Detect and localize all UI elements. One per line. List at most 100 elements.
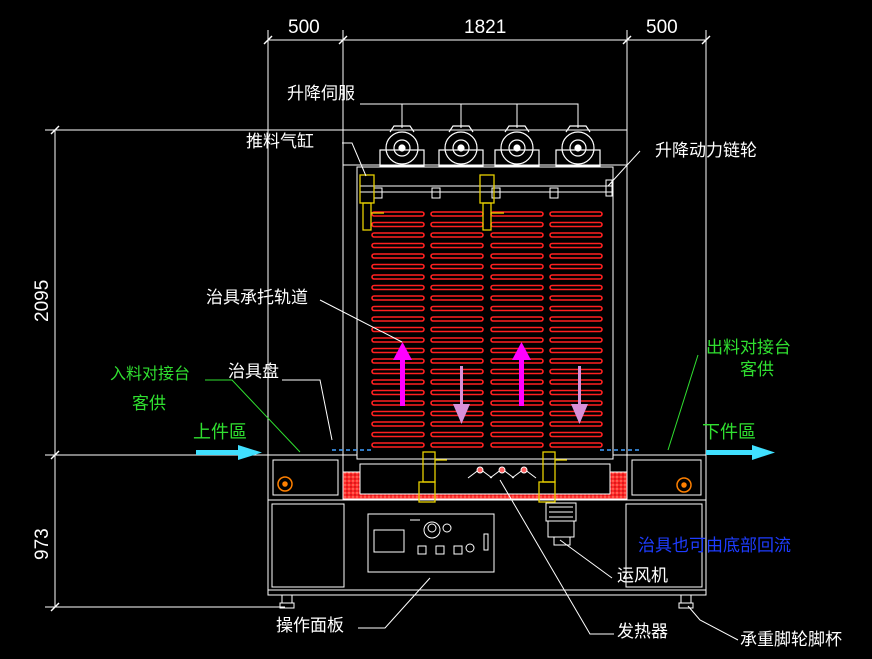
rail-bar [371,305,425,312]
rail-bar [549,221,603,228]
rail-bar [490,337,544,343]
rail-bar [371,368,425,375]
rail-bar [430,232,484,238]
dimension-center-width: 1821 [464,17,507,38]
rail-bar [549,274,603,280]
rail-bar [430,337,484,343]
rail-bar [490,253,544,259]
label-caster-cup: 承重脚轮脚杯 [740,630,842,650]
rail-bar [430,221,484,228]
label-heater: 发热器 [617,622,668,642]
rail-bar [430,421,484,427]
docks [267,454,707,501]
push-cylinders [359,174,567,503]
rail-bar [549,442,603,448]
label-bottom-return-note: 治具也可由底部回流 [638,536,791,556]
rail-bar [371,431,425,438]
rail-bar [549,431,603,438]
label-push-cylinder: 推料气缸 [246,132,314,152]
rail-bar [490,295,544,301]
dimension-right-width: 500 [646,17,678,38]
rail-bar [549,316,603,322]
base-cabinet [267,499,707,596]
outfeed-arrow [706,445,775,460]
rail-bar [549,389,603,396]
rail-bar [430,442,484,448]
rail-bar [490,316,544,322]
rail-bar [371,410,425,417]
rail-bar [549,347,603,354]
rail-bar [371,253,425,259]
infeed-arrow [196,445,262,460]
rail-bar [430,431,484,438]
rail-bar [371,284,425,291]
casters [279,594,694,609]
rail-bar [430,368,484,375]
sprocket-bar [360,179,613,199]
rail-bar [371,442,425,448]
label-lift-servo: 升降伺服 [287,84,355,104]
rail-bar [371,421,425,427]
rail-bar [549,242,603,249]
rail-bar [490,305,544,312]
dimension-upper-height: 2095 [32,279,53,322]
rail-bar [430,347,484,354]
rail-bar [430,379,484,385]
rail-bar [430,305,484,312]
fixture-rails [371,211,603,448]
rail-bar [490,284,544,291]
rail-bar [430,316,484,322]
rail-bar [549,263,603,270]
lift-arrow-down-left [453,366,470,424]
rail-bar [371,295,425,301]
rail-bar [371,263,425,270]
rail-bar [549,295,603,301]
rail-bar [549,358,603,364]
label-fixture-tray: 治具盘 [228,362,279,382]
rail-bar [549,421,603,427]
rail-bar [490,221,544,228]
label-fixture-rail: 治具承托轨道 [206,288,308,308]
rail-bar [490,410,544,417]
rail-bar [549,305,603,312]
oven-chamber [342,129,628,473]
rail-bar [371,400,425,406]
rail-bar [430,389,484,396]
dimension-lines [45,30,707,608]
rail-bar [371,242,425,249]
label-fan: 运风机 [617,566,668,586]
rail-bar [430,284,484,291]
dimension-left-width: 500 [288,17,320,38]
label-control-panel: 操作面板 [276,616,344,636]
rail-bar [371,274,425,280]
rail-bar [549,284,603,291]
rail-bar [490,263,544,270]
rail-bar [371,211,425,217]
rail-bar [490,232,544,238]
dimension-ticks [50,35,711,612]
lift-arrow-down-right [571,366,588,424]
label-infeed-dock: 入料对接台 [110,364,191,383]
rail-bar [430,253,484,259]
control-panel-box [367,513,495,573]
label-loading-zone: 上件區 [193,422,247,443]
fan-motor [545,502,577,546]
rail-bar [549,337,603,343]
rail-bar [371,221,425,228]
rail-bar [430,263,484,270]
label-unloading-zone: 下件區 [702,422,756,443]
rail-bar [371,389,425,396]
rail-bar [430,211,484,217]
rail-bar [549,232,603,238]
rail-bar [549,379,603,385]
rail-bar [490,242,544,249]
rail-bar [490,431,544,438]
rail-bar [430,242,484,249]
heater-elements [467,466,537,479]
rail-bar [371,316,425,322]
rail-bar [490,379,544,385]
label-customer-supplied-right: 客供 [740,360,774,380]
rail-bar [371,337,425,343]
dimension-lower-height: 973 [32,528,53,560]
